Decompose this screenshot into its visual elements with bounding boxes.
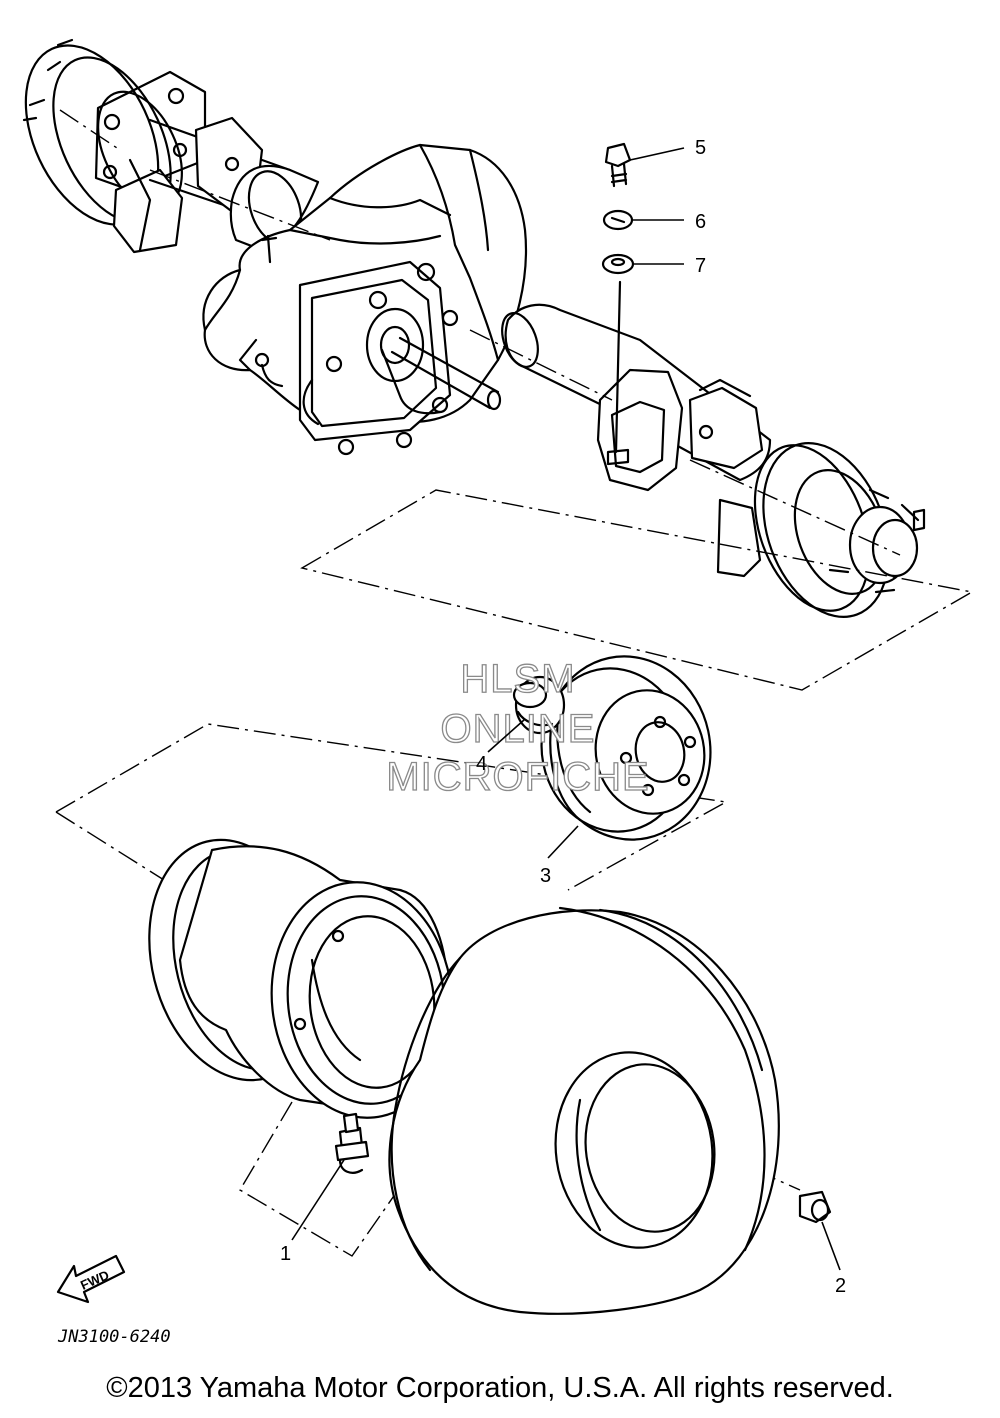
part-4-hub-cap	[512, 675, 566, 735]
callout-5: 5	[695, 137, 706, 159]
part-6-lock-washer	[602, 209, 634, 231]
wheel-rim	[148, 838, 454, 1119]
forward-arrow-icon: FWD	[56, 1254, 126, 1304]
callout-6: 6	[695, 211, 706, 233]
watermark-line-1: HLSM	[460, 657, 575, 701]
callout-3: 3	[540, 865, 551, 887]
copyright-notice: ©2013 Yamaha Motor Corporation, U.S.A. A…	[106, 1372, 894, 1404]
tire	[388, 906, 780, 1315]
watermark-line-2: ONLINE	[441, 707, 596, 751]
callout-leader-lines	[291, 147, 841, 1271]
part-7-washer	[601, 253, 635, 275]
watermark-line-3: MICROFICHE	[386, 755, 649, 799]
part-2-wheel-nut	[798, 1190, 832, 1224]
diagram-code: JN3100-6240	[57, 1327, 171, 1347]
part-1-tire-valve	[334, 1112, 370, 1174]
hlsm-watermark: HLSM ONLINE MICROFICHE	[386, 656, 650, 799]
reference-bracket-boxes	[55, 489, 974, 1257]
part-3-brake-drum	[540, 655, 712, 841]
callout-2: 2	[835, 1275, 846, 1297]
rear-axle-assembly	[22, 38, 926, 618]
callout-numbers: 5 6 7 4 3 1 2	[280, 137, 846, 1297]
part-5-bolt	[604, 142, 632, 188]
fwd-label: FWD	[78, 1267, 111, 1293]
callout-4: 4	[476, 753, 487, 775]
callout-1: 1	[280, 1243, 291, 1265]
callout-7: 7	[695, 255, 706, 277]
